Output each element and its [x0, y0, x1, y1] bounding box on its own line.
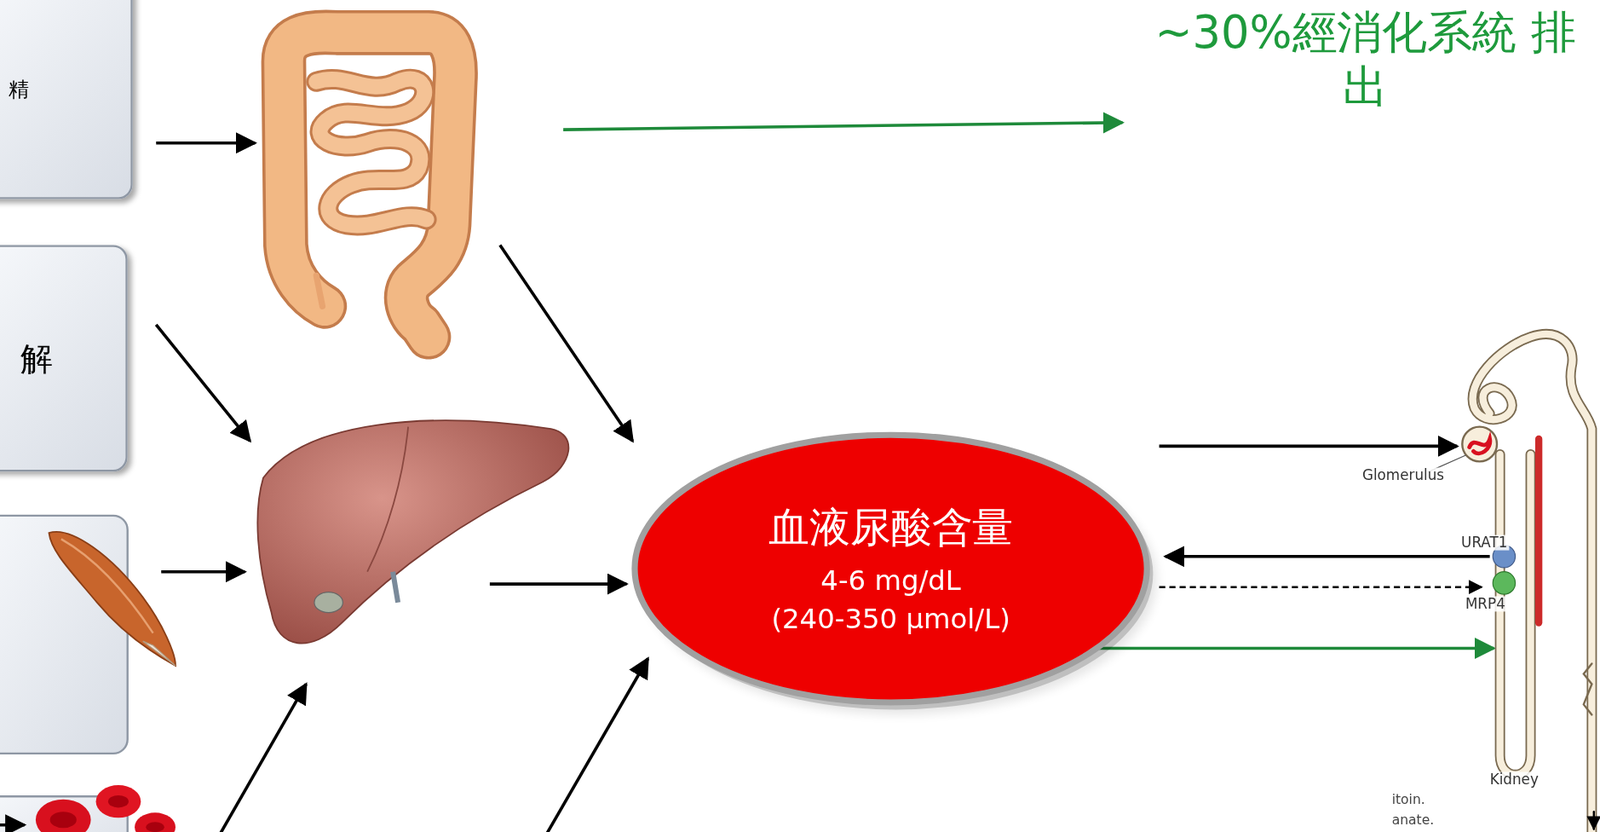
panel-text: 精 [0, 77, 29, 102]
value-text: 4-6 mg/dL [820, 564, 962, 602]
part-label: Kidney [1487, 771, 1541, 787]
note-text: anate. [1389, 811, 1436, 827]
note-text: itoin. [1389, 791, 1428, 806]
note-text: ~30%經消化系統 排出 [1130, 5, 1600, 114]
flow-arrows [0, 122, 1494, 832]
uric-acid-ellipse: 血液尿酸含量4-6 mg/dL(240-350 µmol/L) [630, 430, 1152, 706]
liver-illustration [257, 420, 569, 643]
source-panel: 解 [0, 244, 128, 472]
panel-text: 解 [0, 339, 53, 377]
node-title: 血液尿酸含量 [768, 502, 1013, 565]
part-label: Glomerulus [1360, 467, 1447, 484]
muscle-illustration [48, 531, 176, 666]
part-label: MRP4 [1463, 595, 1508, 611]
blood-cells [35, 784, 176, 832]
part-label: URAT1 [1459, 535, 1510, 551]
value-text: (240-350 µmol/L) [771, 602, 1010, 634]
source-panel: 精 [0, 0, 133, 200]
intestine-illustration [283, 32, 456, 337]
ellipse-shape [634, 434, 1147, 703]
nephron-illustration [1428, 333, 1595, 832]
